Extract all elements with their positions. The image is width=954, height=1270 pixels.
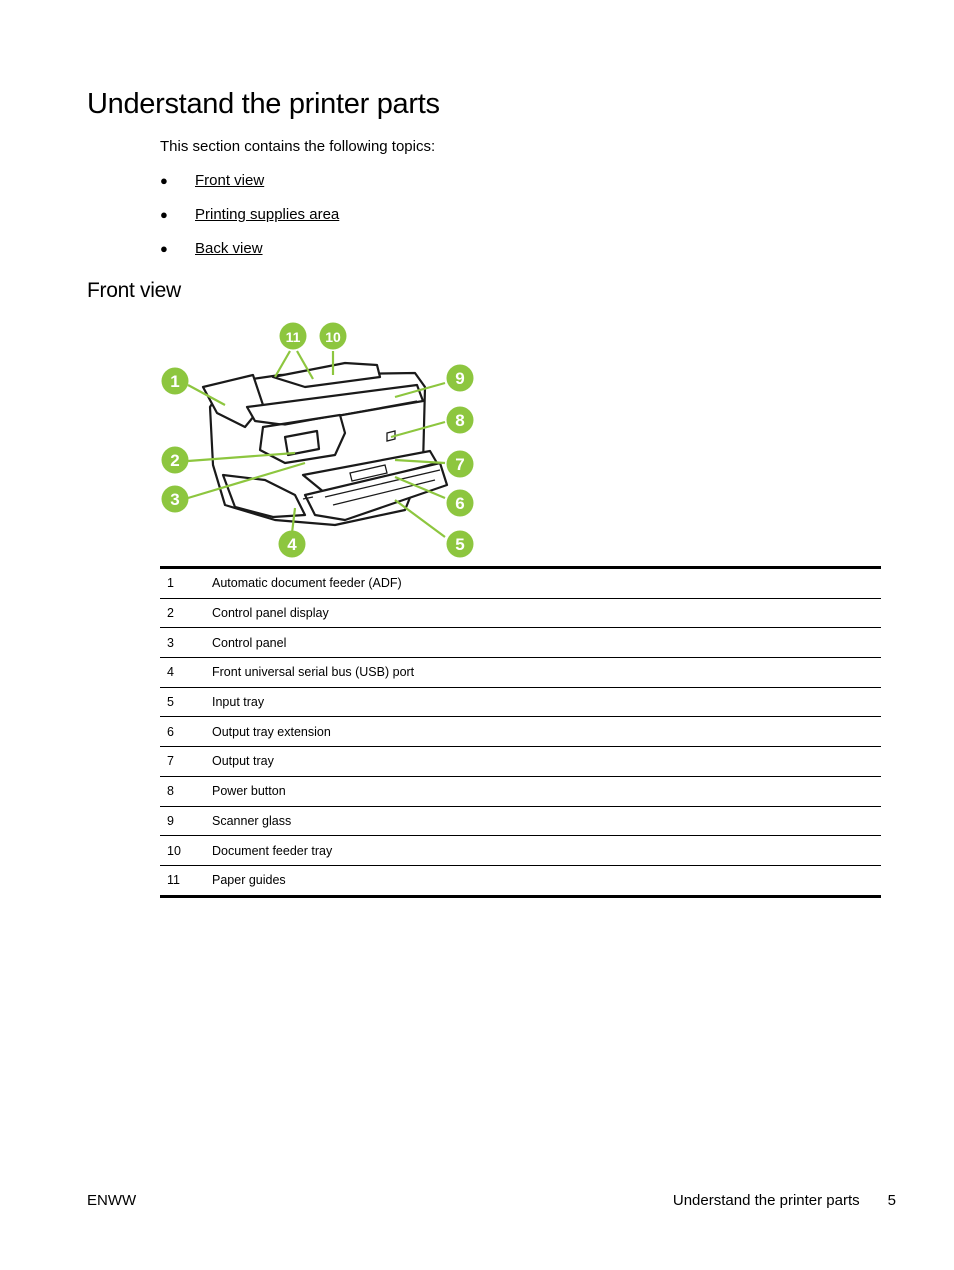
- svg-text:9: 9: [455, 369, 464, 388]
- callout-8: 8: [446, 406, 474, 434]
- table-row: 2 Control panel display: [160, 598, 881, 629]
- printer-drawing: [201, 361, 449, 527]
- part-label: Automatic document feeder (ADF): [205, 567, 881, 599]
- bullet-icon: ●: [160, 173, 168, 188]
- footer-left: ENWW: [87, 1192, 137, 1209]
- part-number: 9: [160, 806, 205, 837]
- part-label: Paper guides: [212, 873, 286, 888]
- bullet-icon: ●: [160, 241, 168, 256]
- svg-text:2: 2: [170, 451, 179, 470]
- part-label: Control panel: [205, 627, 881, 659]
- topic-item: ● Back view: [160, 239, 339, 273]
- callout-10: 10: [319, 322, 347, 350]
- table-row: 10 Document feeder tray: [160, 835, 881, 866]
- svg-text:8: 8: [455, 411, 464, 430]
- svg-text:5: 5: [455, 535, 464, 554]
- table-row: 11 Paper guides: [160, 865, 881, 896]
- topic-link-front-view[interactable]: Front view: [195, 172, 265, 189]
- svg-text:6: 6: [455, 494, 464, 513]
- part-label: Scanner glass: [205, 806, 881, 837]
- bullet-icon: ●: [160, 207, 168, 222]
- footer-section-title: Understand the printer parts: [672, 1192, 860, 1209]
- part-number: 11: [167, 873, 180, 888]
- part-label: Input tray: [205, 687, 881, 718]
- table-row: 4 Front universal serial bus (USB) port: [160, 657, 881, 688]
- svg-text:11: 11: [286, 329, 301, 345]
- part-number: 1: [160, 567, 205, 599]
- svg-text:7: 7: [455, 455, 464, 474]
- topic-item: ● Front view: [160, 171, 339, 205]
- part-label: Output tray extension: [205, 716, 881, 748]
- svg-text:1: 1: [170, 372, 179, 391]
- callout-1: 1: [161, 367, 189, 395]
- topic-link-back-view[interactable]: Back view: [195, 240, 263, 257]
- page-title: Understand the printer parts: [87, 88, 440, 120]
- callout-3: 3: [161, 485, 189, 513]
- callouts: 1 2 3 4 5 6 7 8 9 10 11: [161, 322, 474, 558]
- footer-right: Understand the printer parts 5: [673, 1192, 896, 1209]
- callout-6: 6: [446, 489, 474, 517]
- svg-text:3: 3: [170, 490, 179, 509]
- part-number: 5: [160, 687, 205, 718]
- part-label: Document feeder tray: [205, 835, 881, 866]
- callout-11: 11: [279, 322, 307, 350]
- svg-text:10: 10: [325, 329, 341, 345]
- printer-detail-lines: [254, 400, 441, 506]
- intro-text: This section contains the following topi…: [160, 138, 436, 155]
- table-row: 1 Automatic document feeder (ADF): [160, 567, 881, 599]
- page-number: 5: [887, 1192, 896, 1209]
- printer-front-view-illustration: 1 2 3 4 5 6 7 8 9 10 11: [161, 322, 474, 558]
- part-number: 10: [160, 835, 205, 866]
- topic-list: ● Front view ● Printing supplies area ● …: [160, 171, 339, 273]
- section-title: Front view: [87, 279, 181, 302]
- topic-link-printing-supplies-area[interactable]: Printing supplies area: [195, 206, 340, 223]
- table-row: 7 Output tray: [160, 746, 881, 777]
- part-number: 4: [160, 657, 205, 688]
- callout-4: 4: [278, 530, 306, 558]
- callout-leader-lines: [187, 350, 446, 538]
- part-number: 2: [160, 598, 205, 629]
- callout-9: 9: [446, 364, 474, 392]
- table-row: 3 Control panel: [160, 627, 881, 659]
- topic-item: ● Printing supplies area: [160, 205, 339, 239]
- callout-2: 2: [161, 446, 189, 474]
- part-label: Power button: [205, 776, 881, 807]
- part-number: 7: [160, 746, 205, 777]
- part-number: 8: [160, 776, 205, 807]
- part-label: Output tray: [205, 746, 881, 777]
- part-label: Front universal serial bus (USB) port: [205, 657, 881, 688]
- part-number: 3: [160, 627, 205, 659]
- svg-text:4: 4: [287, 535, 297, 554]
- table-row: 6 Output tray extension: [160, 716, 881, 748]
- table-row: 8 Power button: [160, 776, 881, 807]
- table-row: 9 Scanner glass: [160, 806, 881, 837]
- callout-7: 7: [446, 450, 474, 478]
- part-label: Control panel display: [205, 598, 881, 629]
- part-number: 6: [160, 716, 205, 748]
- parts-table: 1 Automatic document feeder (ADF) 2 Cont…: [160, 566, 881, 898]
- callout-5: 5: [446, 530, 474, 558]
- table-row: 5 Input tray: [160, 687, 881, 718]
